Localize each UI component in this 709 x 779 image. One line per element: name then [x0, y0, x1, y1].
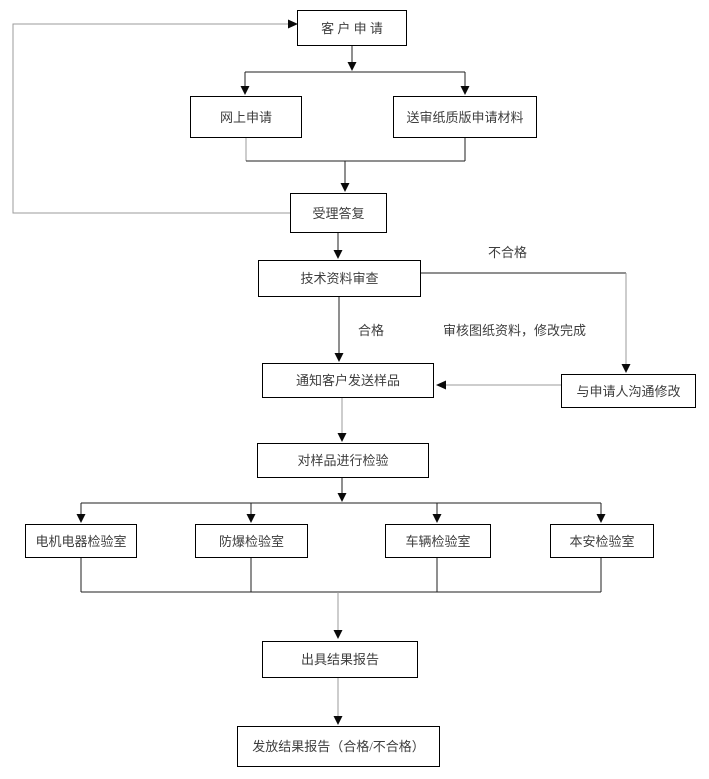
- node-release-report: 发放结果报告（合格/不合格）: [237, 726, 440, 767]
- label-review-note: 审核图纸资料，修改完成: [443, 323, 587, 338]
- node-acceptance-reply: 受理答复: [290, 193, 387, 233]
- edge-customer-to-split: [240, 46, 470, 95]
- edge-feedback-loop: [12, 19, 298, 214]
- edge-issue-to-release: [333, 678, 343, 725]
- node-lab-motor-electric: 电机电器检验室: [25, 524, 137, 558]
- edge-unqualified: [421, 272, 631, 373]
- edge-split-to-labs: [76, 478, 606, 523]
- node-notify-samples: 通知客户发送样品: [262, 363, 434, 398]
- edge-qualified: [334, 297, 344, 362]
- node-communicate-modify: 与申请人沟通修改: [561, 374, 696, 408]
- node-inspect-samples: 对样品进行检验: [257, 443, 429, 478]
- edge-modify-to-notify: [436, 380, 561, 390]
- edge-notify-to-inspect: [337, 398, 347, 442]
- node-paper-materials: 送审纸质版申请材料: [393, 96, 537, 138]
- label-unqualified: 不合格: [488, 245, 528, 260]
- node-issue-report: 出具结果报告: [262, 641, 418, 678]
- edge-merge-to-acceptance: [245, 138, 466, 192]
- label-qualified: 合格: [358, 323, 385, 338]
- node-lab-intrinsic-safety: 本安检验室: [550, 524, 654, 558]
- edge-acceptance-to-review: [333, 233, 343, 259]
- edge-labs-merge: [80, 558, 602, 639]
- node-customer-application: 客 户 申 请: [297, 10, 407, 46]
- node-online-application: 网上申请: [190, 96, 302, 138]
- node-lab-explosion-proof: 防爆检验室: [195, 524, 308, 558]
- node-technical-review: 技术资料审查: [258, 260, 421, 297]
- node-lab-vehicle: 车辆检验室: [385, 524, 491, 558]
